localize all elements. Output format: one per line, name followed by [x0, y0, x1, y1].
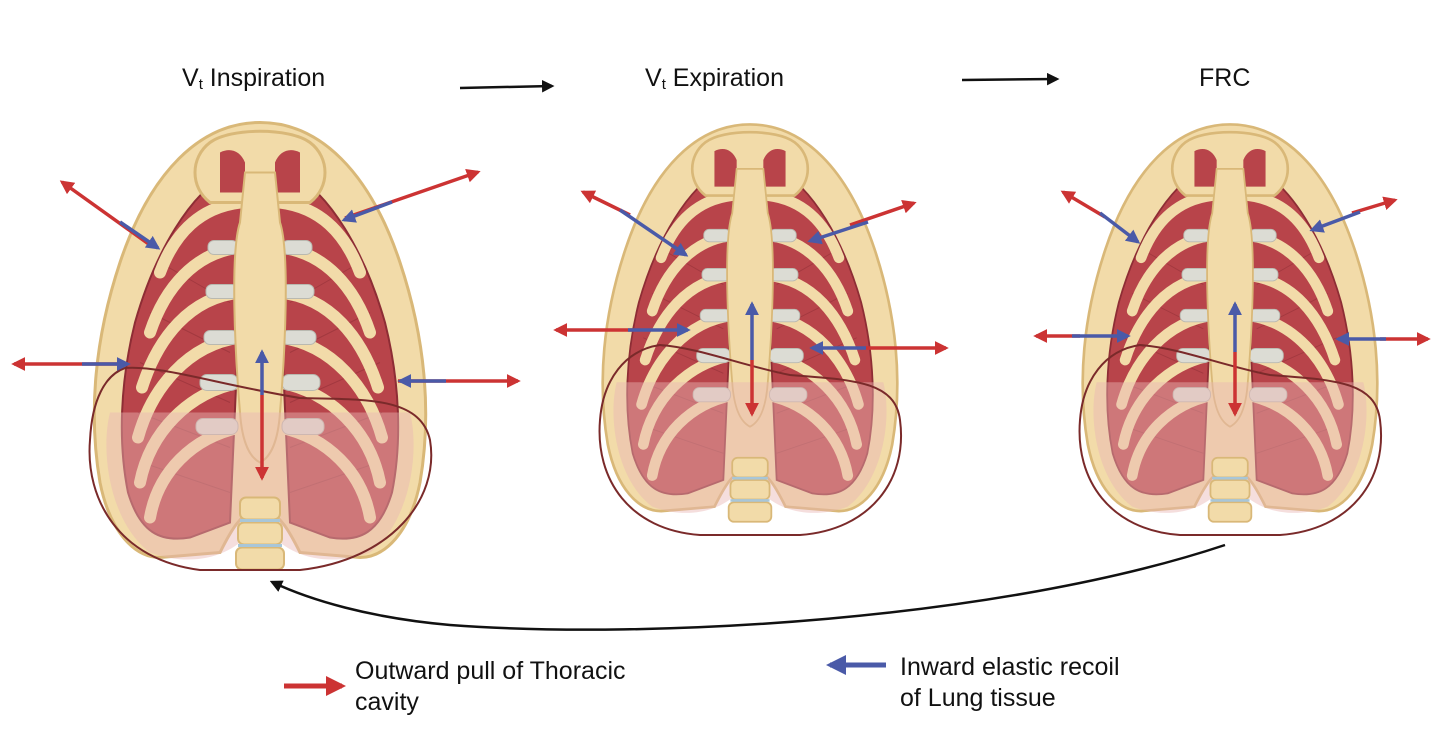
stage-title-expiration: Vt Expiration: [645, 64, 784, 93]
stage-title-prefix: V: [182, 64, 199, 92]
force-arrows-frc: [1033, 190, 1431, 417]
ribcage-frc: [1083, 124, 1378, 521]
flow-arrow-insp-to-exp: [459, 79, 555, 93]
legend-outward-line1: Outward pull of Thoracic: [355, 657, 626, 685]
force-arrows-expiration: [553, 190, 949, 417]
stage-title-label: Inspiration: [202, 64, 326, 92]
diaphragm-outline-inspiration: [88, 366, 433, 571]
diaphragm-outline-expiration: [598, 343, 903, 536]
stage-title-label: FRC: [1199, 64, 1251, 92]
legend-outward-label: Outward pull of Thoracic cavity: [355, 656, 626, 718]
flow-arrow-exp-to-frc: [961, 72, 1060, 86]
legend-inward-line2: of Lung tissue: [900, 684, 1056, 712]
flow-arrow-frc-to-insp: [269, 543, 1226, 631]
legend-outward-line2: cavity: [355, 688, 419, 716]
stage-title-frc: FRC: [1199, 64, 1250, 93]
stage-title-subscript: t: [198, 76, 203, 93]
diaphragm-outline-frc: [1078, 343, 1383, 536]
stage-title-prefix: V: [645, 64, 662, 92]
ribcage-expiration: [603, 124, 898, 521]
stage-title-inspiration: Vt Inspiration: [182, 64, 325, 93]
legend-inward-line1: Inward elastic recoil: [900, 653, 1120, 681]
force-arrows-inspiration: [11, 169, 521, 481]
stage-title-label: Expiration: [665, 64, 784, 92]
stage-title-subscript: t: [661, 76, 666, 93]
ribcage-inspiration: [94, 123, 425, 570]
legend-inward-label: Inward elastic recoil of Lung tissue: [900, 652, 1120, 714]
